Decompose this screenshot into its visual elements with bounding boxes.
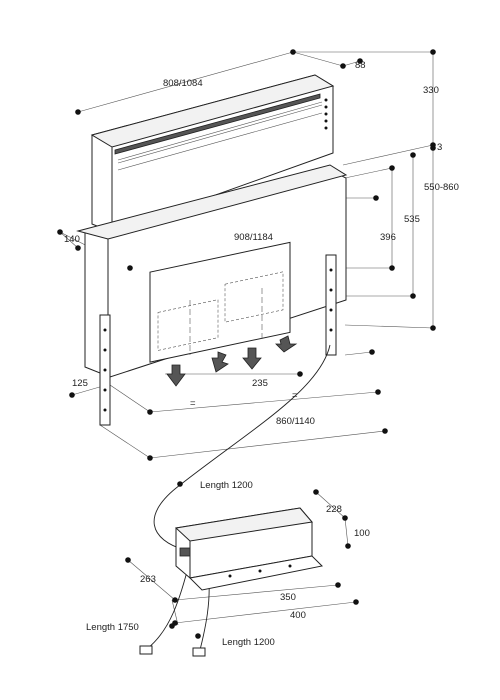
mounting-bracket-right (325, 254, 337, 356)
dimension-points (57, 49, 436, 639)
label-base-width: 860/1140 (276, 416, 315, 427)
power-plug (139, 645, 153, 655)
cables (147, 344, 331, 651)
airflow-arrows (166, 335, 298, 387)
control-box (174, 507, 324, 591)
label-motor-cable: Length 1200 (200, 480, 253, 491)
label-box-height: 100 (354, 528, 370, 539)
label-box-width-inner: 350 (280, 592, 296, 603)
label-equal-1: = (190, 398, 196, 409)
label-top-offset: 3 (437, 142, 442, 153)
label-box-depth: 228 (326, 504, 342, 515)
label-total-height: 550-860 (424, 182, 459, 193)
label-box-width-outer: 400 (290, 610, 306, 621)
dimension-labels: 808/1084 88 330 3 550-860 535 396 908/11… (64, 60, 459, 648)
label-body-height-396: 396 (380, 232, 396, 243)
label-body-height-535: 535 (404, 214, 420, 225)
label-frame-depth: 140 (64, 234, 80, 245)
label-bracket-offset: 125 (72, 378, 88, 389)
control-plug (192, 647, 206, 657)
label-total-height-text: 550-860 (424, 182, 459, 193)
hood-top-panel (90, 74, 335, 233)
label-center-offset: 235 (252, 378, 268, 389)
label-frame-width: 908/1184 (234, 232, 273, 243)
label-height-raised: 330 (423, 85, 439, 96)
label-power-cable: Length 1750 (86, 622, 139, 633)
hood-body (76, 164, 348, 426)
label-equal-2: = (292, 390, 298, 401)
mounting-bracket-left (99, 314, 111, 426)
label-top-width: 808/1084 (163, 78, 203, 89)
filter-cassettes (157, 271, 284, 351)
control-buttons (324, 98, 328, 130)
label-control-cable: Length 1200 (222, 637, 275, 648)
label-top-depth: 88 (355, 60, 366, 71)
label-box-cable-offset: 263 (140, 574, 156, 585)
